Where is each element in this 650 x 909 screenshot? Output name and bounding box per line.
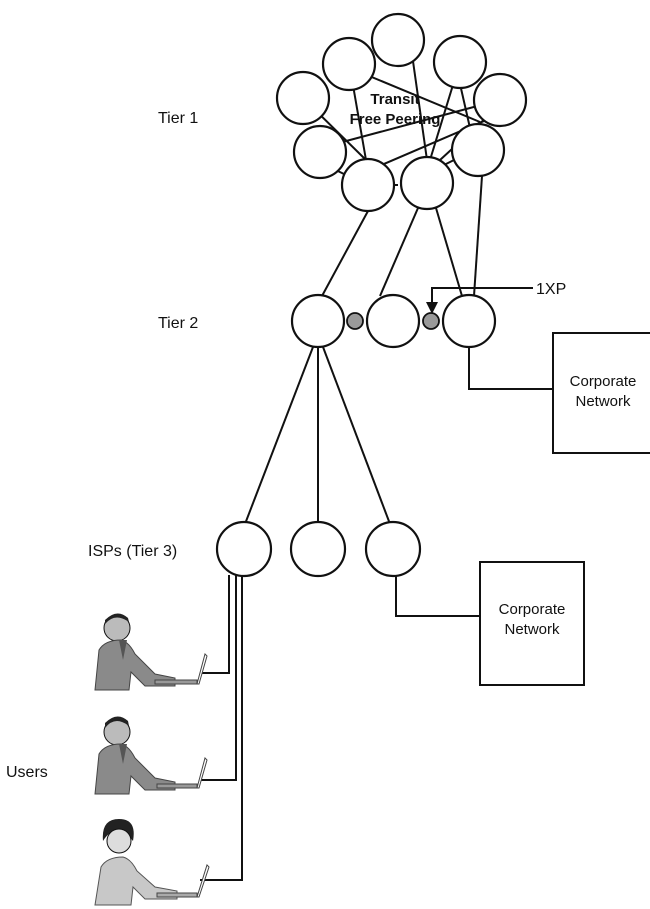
tier2-nodes [290,293,497,349]
user-workstation-icon [94,819,210,906]
transit-label-line1: Transit [370,91,419,108]
tier1-nodes [275,12,528,213]
ixp-pointer [426,287,533,314]
tier1-node [292,124,348,180]
corporate-network-box-top [552,332,650,454]
tier1-node [275,70,331,126]
tier1-tier2-links [321,175,483,297]
tier1-node [340,157,396,213]
tier1-node [370,12,426,68]
corporate-bottom-label-line1: Corporate [499,601,566,618]
tier2-node [441,293,497,349]
tier3-node [289,520,347,578]
tier2-tier3-links [244,346,391,525]
tier2-node [365,293,421,349]
tier3-corporate-link [395,576,480,617]
isp-user-links [200,575,243,881]
corporate-bottom-label-line2: Network [504,621,560,638]
user-workstation-icon [94,613,208,691]
corporate-network-box-bottom [479,561,585,686]
tier1-node [321,36,377,92]
tier3-node [364,520,422,578]
ixp-label: 1XP [536,281,566,298]
tier1-node [432,34,488,90]
tier1-node [472,72,528,128]
corporate-top-label-line1: Corporate [570,373,637,390]
transit-label-line2: Free Peering [350,111,441,128]
ixp-dot [346,312,364,330]
tier1-label: Tier 1 [158,110,198,127]
user-workstation-icon [94,716,208,795]
tier2-label: Tier 2 [158,315,198,332]
tier2-node [290,293,346,349]
tier2-corporate-link [468,347,553,390]
users-label: Users [6,764,48,781]
tier3-nodes [215,520,422,578]
tier1-node [450,122,506,178]
corporate-top-label-line2: Network [575,393,631,410]
tier1-node [399,155,455,211]
tier3-node [215,520,273,578]
ixp-dot [422,312,440,330]
tier3-label: ISPs (Tier 3) [88,543,177,560]
